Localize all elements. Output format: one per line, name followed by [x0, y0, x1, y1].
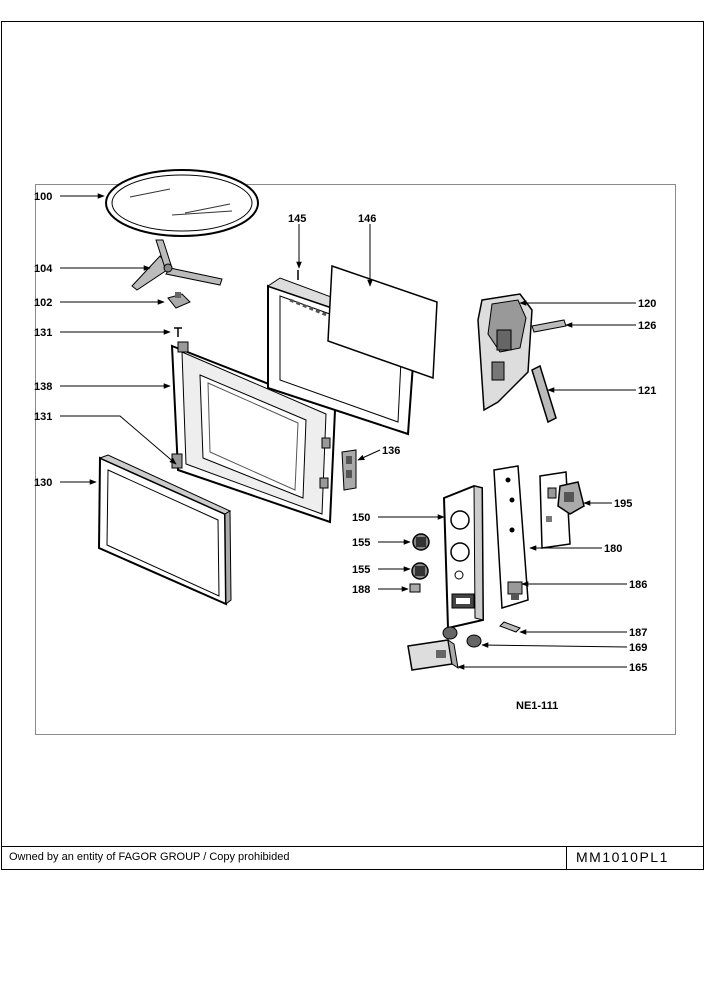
- label-145: 145: [288, 213, 306, 225]
- label-104: 104: [34, 263, 53, 275]
- door-window-sheet: [327, 264, 438, 380]
- label-126: 126: [638, 320, 656, 332]
- roller-support: [131, 239, 223, 291]
- label-100: 100: [34, 191, 52, 203]
- label-121: 121: [638, 385, 656, 397]
- label-130: 130: [34, 477, 52, 489]
- label-120: 120: [638, 298, 656, 310]
- label-187: 187: [629, 627, 647, 639]
- label-169: 169: [629, 642, 647, 654]
- control-panel: [442, 484, 485, 630]
- label-150: 150: [352, 512, 370, 524]
- screw-top: [174, 327, 182, 337]
- label-165: 165: [629, 662, 647, 674]
- diagram-code: NE1-111: [516, 700, 558, 712]
- label-131-top: 131: [34, 327, 52, 339]
- model-code: MM1010PL1: [576, 849, 669, 865]
- label-138: 138: [34, 381, 52, 393]
- small-switch: [507, 581, 523, 600]
- label-131-bottom: 131: [34, 411, 52, 423]
- timer-board: [493, 465, 571, 609]
- spring-clip: [499, 621, 521, 633]
- door-inner-frame: [170, 341, 337, 524]
- door-release-springs: [442, 626, 482, 648]
- document-sheet: Owned by an entity of FAGOR GROUP / Copy…: [1, 21, 704, 870]
- latch-hook: [341, 449, 357, 491]
- footer-divider: [566, 847, 567, 869]
- interlock-switch-assembly: [477, 293, 567, 424]
- label-102: 102: [34, 297, 52, 309]
- turntable-tray: [105, 169, 259, 237]
- footer-bar: Owned by an entity of FAGOR GROUP / Copy…: [2, 846, 703, 869]
- label-186: 186: [629, 579, 647, 591]
- label-155-b: 155: [352, 564, 370, 576]
- label-195: 195: [614, 498, 632, 510]
- timer-motor: [557, 481, 585, 515]
- label-180: 180: [604, 543, 622, 555]
- label-188: 188: [352, 584, 370, 596]
- label-155-a: 155: [352, 537, 370, 549]
- label-136: 136: [382, 445, 400, 457]
- leader-lines: [60, 193, 636, 670]
- door-outer-panel: [97, 454, 232, 606]
- coupler: [167, 292, 191, 309]
- control-knobs: [409, 533, 430, 593]
- label-146: 146: [358, 213, 376, 225]
- exploded-diagram-frame: [35, 184, 676, 735]
- ownership-notice: Owned by an entity of FAGOR GROUP / Copy…: [9, 851, 290, 863]
- door-open-button: [407, 638, 459, 671]
